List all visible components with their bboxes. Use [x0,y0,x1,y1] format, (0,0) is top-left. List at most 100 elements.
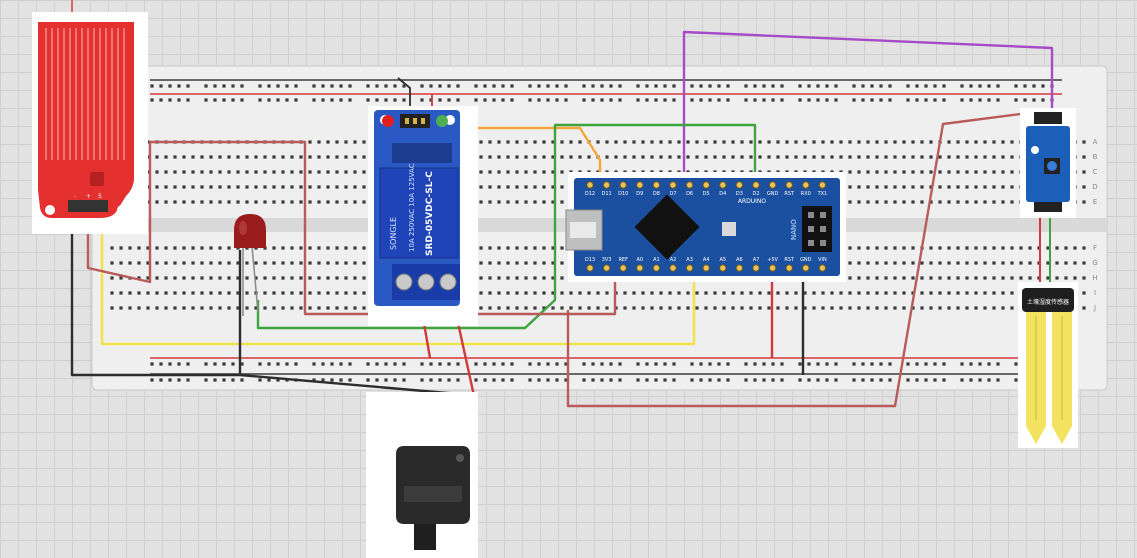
breadboard-hole [209,155,213,159]
breadboard-hole [510,362,514,366]
breadboard-hole [542,140,546,144]
breadboard-hole [528,84,532,88]
breadboard-hole [281,246,285,250]
relay-model: SRD-05VDC-SL-C [425,171,435,256]
breadboard-hole [497,140,501,144]
breadboard-hole [1010,306,1014,310]
breadboard-hole [600,84,604,88]
breadboard-hole [726,362,730,366]
breadboard-hole [186,378,190,382]
breadboard-hole [299,185,303,189]
breadboard-hole [1001,276,1005,280]
breadboard-hole [290,306,294,310]
mcu-chip [634,194,700,260]
row-letter: A [1093,138,1098,146]
breadboard-hole [245,276,249,280]
breadboard-hole [254,276,258,280]
breadboard-hole [825,362,829,366]
breadboard-hole [740,291,744,295]
breadboard-hole [497,246,501,250]
icsp-pin [820,212,826,218]
nano-pin-label: D9 [636,191,643,197]
breadboard-hole [245,155,249,159]
breadboard-hole [816,378,820,382]
breadboard-hole [515,276,519,280]
breadboard-hole [344,246,348,250]
breadboard-hole [240,362,244,366]
nano-pin [785,181,793,189]
breadboard-hole [582,84,586,88]
breadboard-hole [1041,98,1045,102]
nano-pin [768,181,777,189]
breadboard-hole [587,306,591,310]
breadboard-hole [506,140,510,144]
dark-red-wire-sensor [86,140,617,316]
breadboard-hole [1010,261,1014,265]
breadboard-hole [339,378,343,382]
breadboard-hole [866,261,870,265]
breadboard-hole [447,84,451,88]
breadboard-hole [263,306,267,310]
breadboard-hole [285,98,289,102]
breadboard-hole [875,170,879,174]
breadboard-hole [992,291,996,295]
breadboard-hole [726,84,730,88]
breadboard-hole [668,291,672,295]
breadboard-hole [992,170,996,174]
breadboard-hole [182,170,186,174]
breadboard-hole [182,276,186,280]
breadboard-hole [713,306,717,310]
nano-pin [735,264,744,272]
breadboard-hole [479,306,483,310]
breadboard-hole [209,246,213,250]
breadboard-hole [537,378,541,382]
breadboard-hole [659,140,663,144]
breadboard-hole [506,155,510,159]
breadboard-hole [353,246,357,250]
breadboard-hole [974,170,978,174]
breadboard-hole [200,155,204,159]
breadboard-hole [263,200,267,204]
breadboard-hole [168,98,172,102]
nano-pin-label: D12 [585,191,595,197]
breadboard-hole [317,291,321,295]
breadboard-hole [767,155,771,159]
breadboard-hole [483,378,487,382]
breadboard-hole [969,98,973,102]
breadboard-hole [965,246,969,250]
breadboard-hole [353,291,357,295]
breadboard-hole [209,261,213,265]
breadboard-hole [848,246,852,250]
breadboard-hole [173,170,177,174]
breadboard-hole [996,98,1000,102]
breadboard-hole [362,170,366,174]
breadboard-hole [281,276,285,280]
probe-head [1022,288,1074,312]
nano-pin [586,264,594,272]
breadboard-hole [884,306,888,310]
breadboard-hole [335,140,339,144]
breadboard-hole [771,98,775,102]
breadboard-hole [542,261,546,265]
breadboard-hole [780,84,784,88]
breadboard-hole [299,261,303,265]
breadboard-hole [218,246,222,250]
breadboard-hole [987,84,991,88]
breadboard-hole [753,378,757,382]
breadboard-hole [276,84,280,88]
breadboard-hole [753,84,757,88]
breadboard-hole [929,185,933,189]
breadboard-hole [686,291,690,295]
breadboard-hole [771,362,775,366]
breadboard-hole [636,378,640,382]
breadboard-hole [654,362,658,366]
breadboard-hole [546,378,550,382]
nano-pin [752,181,760,189]
breadboard-hole [915,98,919,102]
breadboard-hole [875,140,879,144]
breadboard-hole [938,261,942,265]
breadboard-hole [339,84,343,88]
breadboard-hole [479,246,483,250]
breadboard-hole [308,200,312,204]
breadboard-hole [929,276,933,280]
